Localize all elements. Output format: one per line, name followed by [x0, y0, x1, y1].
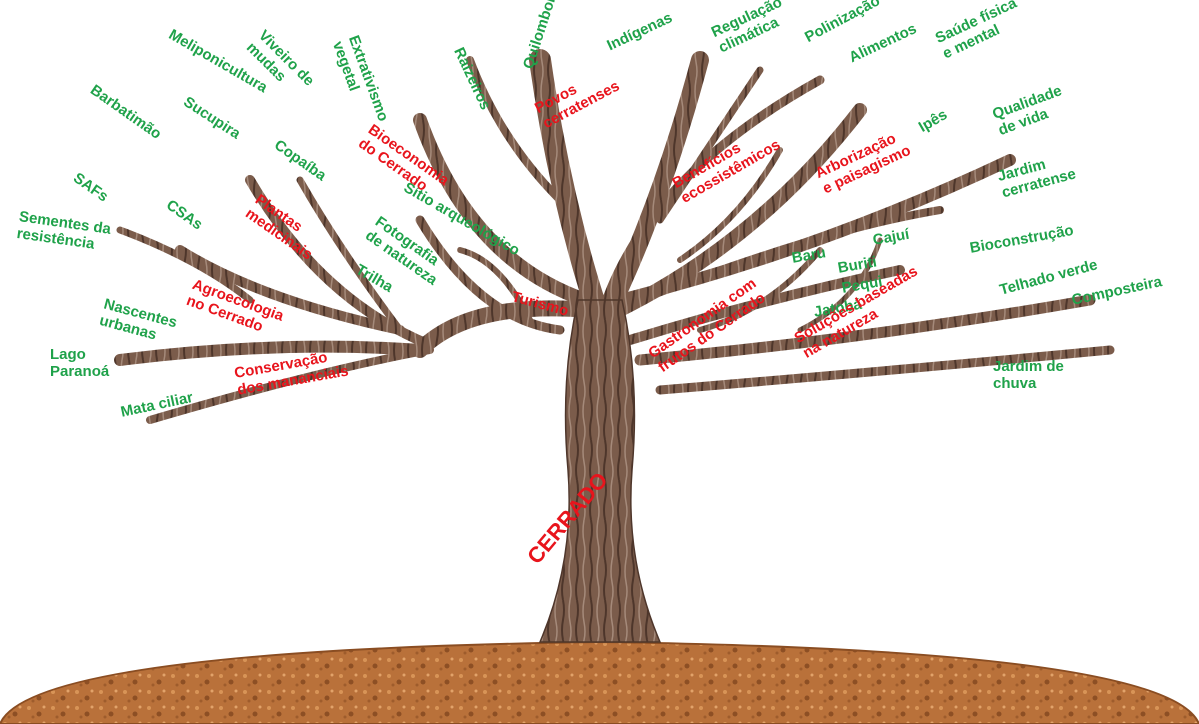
label-lago-line: Lago [50, 346, 109, 363]
label-jardim-chuva-line: Jardim de [993, 358, 1064, 375]
label-lago-line: Paranoá [50, 363, 109, 380]
tree-trunk [540, 300, 660, 642]
label-jardim-chuva-line: chuva [993, 375, 1064, 392]
soil-ground [0, 642, 1199, 724]
